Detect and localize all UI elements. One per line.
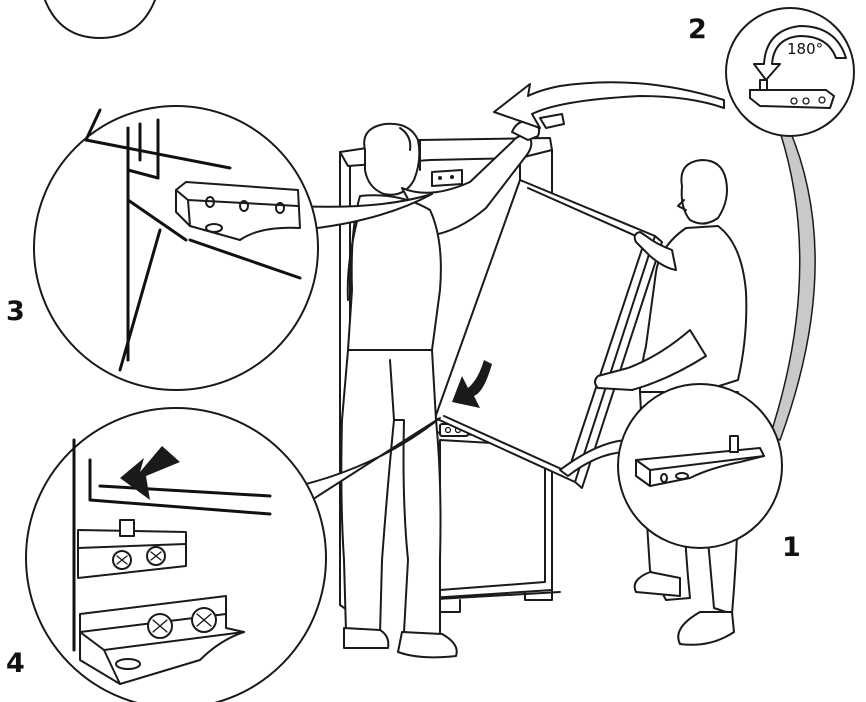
step-number-1: 1 xyxy=(782,532,801,563)
screw-icon xyxy=(147,607,217,639)
door-panel xyxy=(434,179,663,489)
down-arrow-icon xyxy=(120,446,180,500)
detail-circle-1 xyxy=(559,383,783,549)
detail-circle-3 xyxy=(33,105,433,391)
detail-circle-2: 180° xyxy=(725,7,855,137)
down-arrow-icon xyxy=(452,360,492,408)
callout-3 xyxy=(295,193,433,231)
curved-arrow-icon xyxy=(493,81,725,129)
hinge-bracket-held xyxy=(539,113,565,129)
callout-4 xyxy=(269,417,441,515)
step-number-4: 4 xyxy=(6,648,25,679)
rotation-angle-label: 180° xyxy=(787,40,823,58)
step-number-3: 3 xyxy=(6,296,25,327)
screw-icon xyxy=(112,546,166,570)
guide-band xyxy=(769,124,816,441)
rotate-arrow-icon xyxy=(753,25,847,81)
person-left xyxy=(340,120,541,659)
step-number-2: 2 xyxy=(688,14,707,45)
detail-circle-4 xyxy=(25,407,441,702)
partial-detail-circle xyxy=(44,0,156,39)
